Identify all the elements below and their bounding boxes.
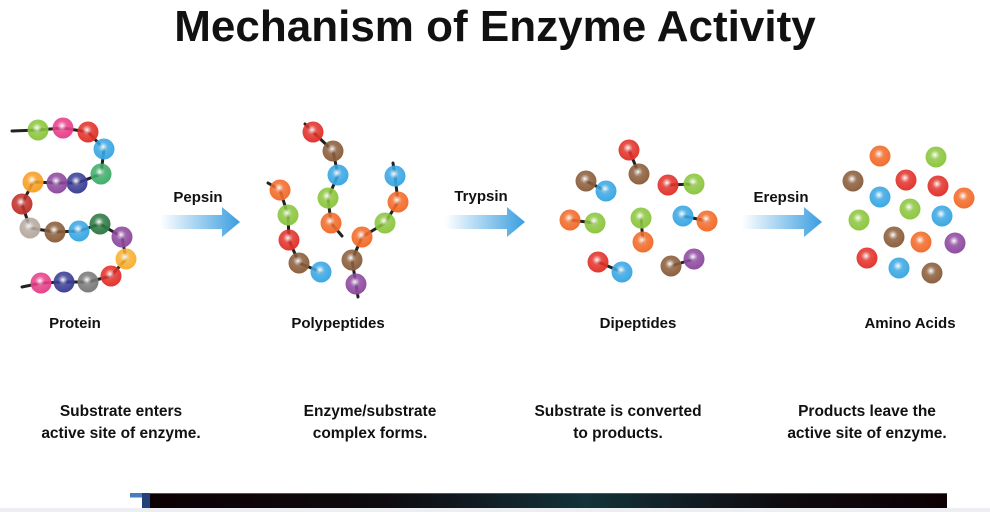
polypeptide-amino-acid-bead [288,252,310,274]
polypeptide-amino-acid-bead [341,249,363,271]
dipeptide-amino-acid-bead [611,261,633,283]
free-amino-acid-bead [883,226,905,248]
free-amino-acid-bead [888,257,910,279]
protein-amino-acid-bead [115,248,137,270]
polypeptide-amino-acid-bead [317,187,339,209]
dipeptide-amino-acid-bead [683,173,705,195]
free-amino-acid-bead [899,198,921,220]
protein-amino-acid-bead [11,193,33,215]
reaction-arrow-icon [742,207,822,237]
polypeptide-amino-acid-bead [320,212,342,234]
enzyme-label-trypsin: Trypsin [454,188,508,205]
free-amino-acid-bead [848,209,870,231]
protein-amino-acid-bead [53,271,75,293]
protein-amino-acid-bead [44,221,66,243]
free-amino-acid-bead [910,231,932,253]
dipeptide-amino-acid-bead [587,251,609,273]
polypeptide-amino-acid-bead [384,165,406,187]
free-amino-acid-bead [925,146,947,168]
free-amino-acid-bead [927,175,949,197]
protein-amino-acid-bead [89,213,111,235]
polypeptide-amino-acid-bead [351,226,373,248]
dipeptide-amino-acid-bead [575,170,597,192]
protein-amino-acid-bead [27,119,49,141]
polypeptide-amino-acid-bead [345,273,367,295]
free-amino-acid-bead [953,187,975,209]
polypeptide-amino-acid-bead [302,121,324,143]
polypeptide-amino-acid-bead [269,179,291,201]
dipeptide-amino-acid-bead [696,210,718,232]
stage-label-protein: Protein [49,315,101,332]
stage-label-polypeptides: Polypeptides [291,315,385,332]
reaction-arrow-icon [445,207,525,237]
polypeptide-amino-acid-bead [278,229,300,251]
dipeptide-amino-acid-bead [618,139,640,161]
dipeptide-amino-acid-bead [672,205,694,227]
free-amino-acid-bead [931,205,953,227]
polypeptide-amino-acid-bead [277,204,299,226]
footer-bar-edge [142,493,150,508]
enzyme-label-erepsin: Erepsin [753,189,809,206]
protein-amino-acid-bead [93,138,115,160]
polypeptide-amino-acid-bead [387,191,409,213]
protein-amino-acid-bead [68,220,90,242]
polypeptide-amino-acid-bead [310,261,332,283]
dipeptide-amino-acid-bead [559,209,581,231]
polypeptide-amino-acid-bead [322,140,344,162]
free-amino-acid-bead [921,262,943,284]
protein-amino-acid-bead [46,172,68,194]
protein-amino-acid-bead [90,163,112,185]
reaction-arrow-icon [160,207,240,237]
footer-floor [0,508,990,512]
protein-amino-acid-bead [30,272,52,294]
polypeptide-amino-acid-bead [327,164,349,186]
free-amino-acid-bead [869,145,891,167]
stage-label-amino-acids: Amino Acids [864,315,956,332]
dipeptide-amino-acid-bead [628,163,650,185]
protein-amino-acid-bead [77,271,99,293]
free-amino-acid-bead [944,232,966,254]
protein-amino-acid-bead [22,171,44,193]
dipeptide-amino-acid-bead [630,207,652,229]
polypeptide-amino-acid-bead [374,212,396,234]
protein-amino-acid-bead [66,172,88,194]
dipeptide-amino-acid-bead [657,174,679,196]
free-amino-acid-bead [856,247,878,269]
page-title: Mechanism of Enzyme Activity [174,2,816,51]
protein-amino-acid-bead [111,226,133,248]
protein-amino-acid-bead [77,121,99,143]
protein-amino-acid-bead [19,217,41,239]
dipeptide-amino-acid-bead [683,248,705,270]
dipeptide-amino-acid-bead [660,255,682,277]
enzyme-label-pepsin: Pepsin [173,189,223,206]
protein-amino-acid-bead [100,265,122,287]
free-amino-acid-bead [895,169,917,191]
dipeptide-amino-acid-bead [595,180,617,202]
stage-label-dipeptides: Dipeptides [599,315,677,332]
free-amino-acid-bead [869,186,891,208]
dipeptide-amino-acid-bead [584,212,606,234]
footer-bar [142,493,947,509]
free-amino-acid-bead [842,170,864,192]
dipeptide-amino-acid-bead [632,231,654,253]
protein-amino-acid-bead [52,117,74,139]
